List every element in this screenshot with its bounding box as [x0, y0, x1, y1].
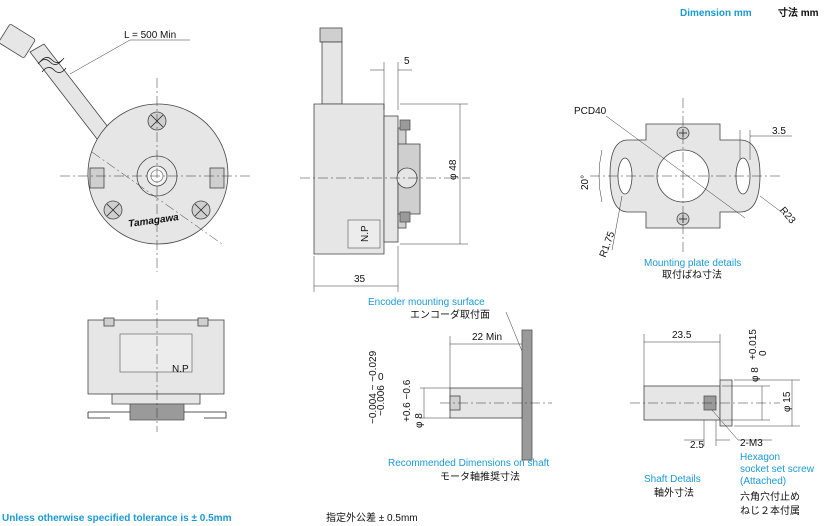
- setscrew-en-2: socket set screw: [740, 464, 815, 475]
- side-cable-connector: [319, 27, 343, 43]
- shaft-details-view: 23.5 φ 8 +0.015 0 φ 15 2.5 2-M3 Hexagon …: [630, 329, 815, 517]
- shaft-length-dim: 23.5: [672, 330, 692, 341]
- shaft-tol-upper: −0.006: [376, 385, 387, 416]
- shaft-dia-tolerance: +0.6 −0.6: [402, 379, 413, 422]
- setscrew-pos-dim: 2.5: [690, 440, 704, 451]
- mount-surface-en: Encoder mounting surface: [368, 297, 485, 308]
- shaft-details-title-en: Shaft Details: [644, 474, 701, 485]
- plate-title-jp: 取付ばね寸法: [662, 268, 722, 281]
- shaft-depth-dim: 22 Min: [472, 332, 502, 343]
- shaft-dia-tol-lower: 0: [758, 350, 769, 356]
- shaft-dia-dim: φ 8: [414, 413, 425, 428]
- units-label-jp: 寸法 mm: [778, 6, 819, 19]
- front-view: L = 500 Min Tamagawa: [0, 24, 252, 272]
- mounting-plate-view: PCD40 20° R1.75 R23 3.5 Mounting plate d…: [574, 98, 798, 281]
- side-flange-dim: 5: [404, 56, 410, 67]
- mount-surface-jp: エンコーダ取付面: [410, 308, 490, 321]
- plate-thickness-dim: 3.5: [772, 126, 786, 137]
- setscrew-en-3: (Attached): [740, 476, 786, 487]
- recommended-shaft-view: Encoder mounting surface エンコーダ取付面 22 Min…: [368, 297, 552, 483]
- side-height-dim: φ 48: [448, 159, 459, 180]
- setscrew-jp-1: 六角穴付止め: [740, 490, 800, 503]
- shaft-dia-tol-upper: +0.015: [748, 329, 759, 360]
- screw-right: [191, 200, 211, 220]
- side-length-dim: 35: [354, 274, 366, 285]
- plate-angle-label: 20°: [580, 175, 591, 190]
- screw-left: [103, 200, 123, 220]
- setscrew-size: 2-M3: [740, 438, 763, 449]
- side-body: [313, 103, 385, 255]
- setscrew-en-1: Hexagon: [740, 452, 780, 463]
- shaft-tol-zero: 0: [378, 372, 384, 383]
- plate-radius-large: R23: [777, 205, 798, 226]
- shaft-rec-title-jp: モータ軸推奨寸法: [440, 470, 520, 483]
- plate-title-en: Mounting plate details: [644, 258, 741, 269]
- shaft-tol-lower: −0.004 ~ −0.029: [368, 350, 379, 424]
- plate-pcd-label: PCD40: [574, 106, 607, 117]
- shaft-details-title-jp: 軸外寸法: [654, 486, 694, 499]
- plate-screw-top: [676, 126, 690, 140]
- setscrew-jp-2: ねじ２本付属: [740, 504, 800, 517]
- side-cable: [321, 41, 343, 105]
- cable-connector: [0, 24, 36, 58]
- footer-tolerance-jp: 指定外公差 ± 0.5mm: [326, 511, 418, 524]
- side-view: N.P 5 φ 48 35: [300, 27, 470, 292]
- bottom-nameplate: N.P: [172, 364, 189, 375]
- shaft-inner-dia-dim: φ 8: [750, 367, 761, 382]
- footer-tolerance-en: Unless otherwise specified tolerance is …: [2, 513, 232, 524]
- side-nameplate: N.P: [360, 225, 371, 242]
- bottom-view: N.P: [87, 300, 227, 432]
- shaft-outer-dia-dim: φ 15: [782, 391, 793, 412]
- units-label-en: Dimension mm: [680, 8, 752, 19]
- mounting-wall: [521, 329, 533, 461]
- plate-radius-small: R1.75: [598, 230, 618, 259]
- shaft-rec-title-en: Recommended Dimensions on shaft: [388, 458, 549, 469]
- cable-length-label: L = 500 Min: [124, 30, 176, 41]
